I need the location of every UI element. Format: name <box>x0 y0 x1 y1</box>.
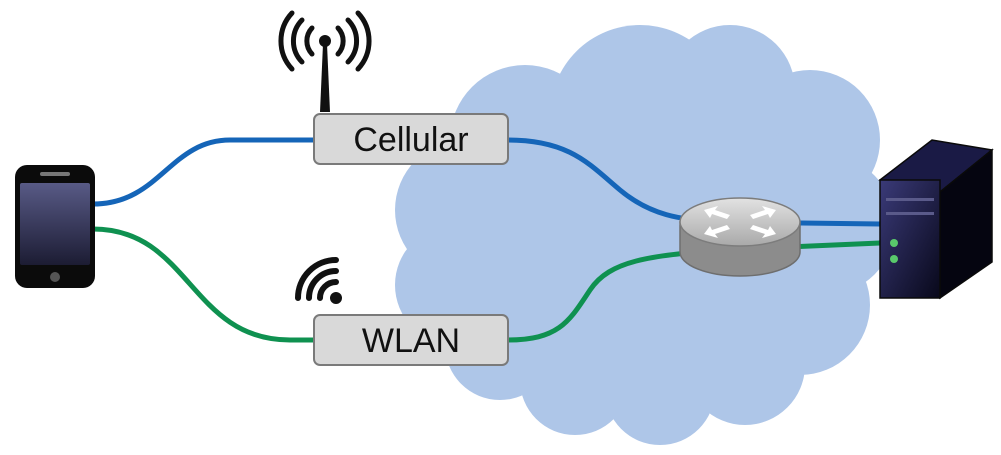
cellular-label: Cellular <box>353 121 468 159</box>
wifi-icon <box>295 257 342 304</box>
smartphone-icon <box>15 165 95 288</box>
cellular-link-phone-side <box>92 137 314 207</box>
cellular-node: Cellular <box>313 113 509 165</box>
wlan-label: WLAN <box>362 322 460 360</box>
cell-tower-icon <box>278 10 372 112</box>
cloud-icon <box>395 25 895 445</box>
server-icon <box>878 139 994 300</box>
router-icon <box>679 197 801 277</box>
wlan-link-network-side <box>507 240 881 343</box>
wlan-node: WLAN <box>313 314 509 366</box>
wlan-link-phone-side <box>92 226 314 343</box>
